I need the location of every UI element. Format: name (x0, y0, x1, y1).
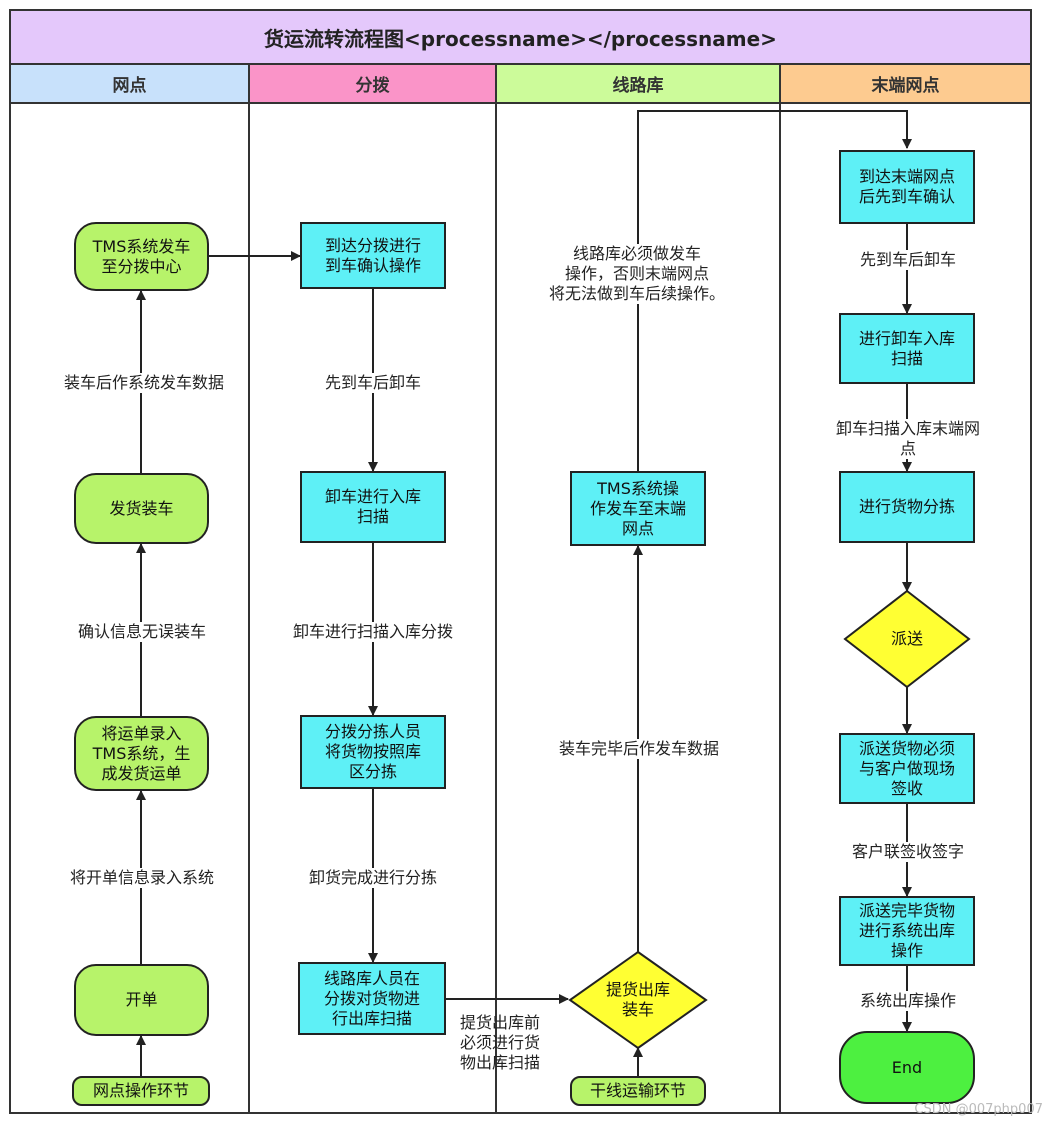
lane-header-bg-wangdian (9, 63, 250, 104)
lane-header-wangdian: 网点 (112, 76, 147, 96)
label-fb-1: 先到车后卸车 (324, 373, 422, 393)
decision-deliver-diamond (843, 589, 971, 689)
label-md-4: 系统出库操作 (859, 991, 957, 1011)
node-md-sign: 派送货物必须 与客户做现场 签收 (839, 733, 975, 804)
node-md-deliver: 派送 (890, 629, 923, 648)
node-xl-tms: TMS系统操 作发车至末端 网点 (570, 471, 706, 546)
label-wd-2: 确认信息无误装车 (77, 622, 207, 642)
lane-header-fenbo: 分拨 (355, 76, 390, 96)
lane-header-moduan: 末端网点 (871, 76, 940, 96)
node-md-out: 派送完毕货物 进行系统出库 操作 (839, 896, 975, 966)
label-md-2: 卸车扫描入库末端网点 (833, 419, 983, 459)
node-wd-waybill: 将运单录入 TMS系统，生 成发货运单 (74, 716, 209, 791)
node-xl-pick: 提货出库 装车 (605, 980, 670, 1019)
node-fb-scan: 线路库人员在 分拨对货物进 行出库扫描 (298, 962, 446, 1035)
node-md-end: End (839, 1031, 975, 1104)
node-md-arrive: 到达末端网点 后先到车确认 (839, 150, 975, 224)
label-wd-1: 装车后作系统发车数据 (63, 373, 225, 393)
node-fb-unload: 卸车进行入库 扫描 (300, 471, 446, 543)
node-wd-load: 发货装车 (74, 473, 209, 544)
node-xl-tag: 干线运输环节 (570, 1076, 706, 1106)
label-fb-2: 卸车进行扫描入库分拨 (292, 622, 454, 642)
node-wd-tms-dispatch: TMS系统发车 至分拨中心 (74, 222, 209, 291)
label-xl-2: 装车完毕后作发车数据 (558, 739, 720, 759)
diagram-title: 货运流转流程图<processname></processname> (264, 26, 777, 51)
label-fb-3: 卸货完成进行分拣 (308, 868, 438, 888)
node-md-sort: 进行货物分拣 (839, 471, 975, 543)
label-md-1: 先到车后卸车 (859, 250, 957, 270)
label-xl-1: 线路库必须做发车 操作，否则末端网点 将无法做到车后续操作。 (548, 244, 726, 304)
node-wd-tag: 网点操作环节 (72, 1076, 210, 1106)
label-wd-3: 将开单信息录入系统 (69, 868, 215, 888)
node-wd-open: 开单 (74, 964, 209, 1036)
node-fb-arrive: 到达分拨进行 到车确认操作 (300, 222, 446, 289)
lane-header-xianluku: 线路库 (612, 76, 664, 96)
node-md-unload: 进行卸车入库 扫描 (839, 313, 975, 384)
label-md-3: 客户联签收签字 (851, 842, 965, 862)
watermark: CSDN @007php007 (914, 1102, 1043, 1117)
label-fb-4: 提货出库前 必须进行货 物出库扫描 (459, 1013, 541, 1072)
decision-pick-diamond (568, 950, 708, 1050)
title-bar (9, 9, 1032, 65)
node-fb-sort: 分拨分拣人员 将货物按照库 区分拣 (300, 715, 446, 789)
